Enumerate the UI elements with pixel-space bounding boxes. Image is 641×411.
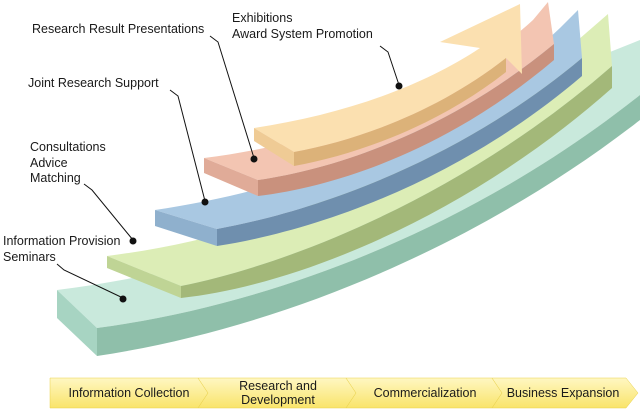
flow-segment-4 (491, 377, 639, 409)
layer1-front (97, 95, 640, 356)
stage-research-development: Research and Development (239, 379, 317, 407)
layer4-front (258, 44, 554, 196)
layer2-top (107, 14, 612, 286)
label-research-presentations: Research Result Presentations (32, 22, 205, 36)
leader-dots (119, 82, 403, 303)
label-exhibitions: Exhibitions Award System Promotion (232, 11, 373, 41)
layer-exhibitions (254, 4, 522, 166)
layer5-left-side (254, 128, 294, 166)
process-flow-bar (49, 377, 639, 409)
layer-research-presentations (204, 2, 554, 196)
stage-business-expansion: Business Expansion (506, 386, 620, 400)
label-information: Information Provision Seminars (3, 234, 121, 264)
leader-exhibitions (379, 45, 400, 86)
layer4-top (204, 2, 554, 180)
layer3-top (155, 10, 582, 229)
label-consultations: Consultations Advice Matching (30, 140, 106, 185)
layer1-top (57, 40, 640, 328)
label-joint-research: Joint Research Support (28, 76, 159, 90)
leader-information (56, 263, 124, 299)
dot-exhibitions (395, 82, 403, 90)
leader-research-presentations (209, 35, 255, 159)
layer-joint-research (155, 10, 582, 246)
leader-consultations (83, 183, 134, 241)
leader-joint-research (169, 89, 206, 202)
layer2-left-side (107, 256, 181, 298)
layer5-front (294, 58, 506, 166)
dot-joint-research (201, 198, 209, 206)
layer4-left-side (204, 158, 258, 196)
stage-information-collection: Information Collection (68, 386, 190, 400)
layer1-left-side (57, 290, 97, 356)
dot-information (119, 295, 127, 303)
layer-information-provision (57, 40, 640, 356)
layer5-top (254, 4, 522, 152)
leader-lines (56, 35, 400, 299)
dot-research-presentations (250, 155, 258, 163)
stage-commercialization: Commercialization (373, 386, 477, 400)
layer3-left-side (155, 210, 217, 246)
layer3-front (217, 58, 582, 246)
layer-consultations (107, 14, 612, 298)
dot-consultations (129, 237, 137, 245)
